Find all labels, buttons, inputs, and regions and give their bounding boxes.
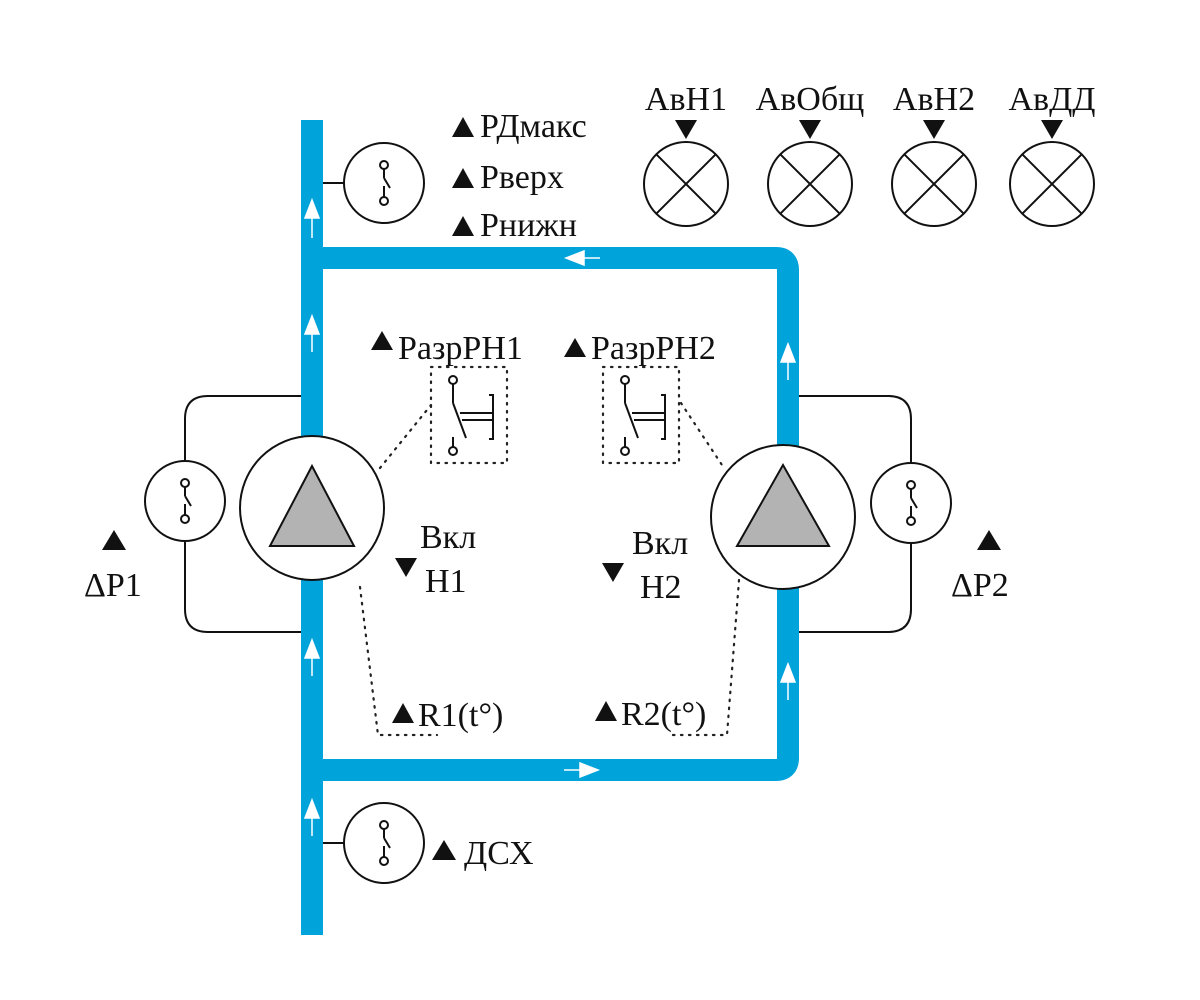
label-thermal-pump2: R2(t°): [621, 696, 706, 733]
flow-left-arrow-icon: [563, 249, 600, 267]
pump2-assembly: ΔP2 РазрРН2 Вкл Н2 R2(t°): [564, 330, 1009, 737]
alarm-lamp-diff-pressure: АвДД: [1009, 81, 1096, 227]
alarm-label: АвН1: [645, 81, 727, 118]
flow-right-arrow-icon: [564, 761, 601, 779]
permit-switch-icon: [601, 365, 681, 465]
flow-up-arrow-icon: [779, 341, 797, 380]
flow-up-arrow-icon: [303, 797, 321, 836]
flow-up-arrow-icon: [303, 637, 321, 676]
flow-up-arrow-icon: [303, 197, 321, 238]
indicator-lamp-icon: [643, 141, 729, 227]
label-thermal-pump1: R1(t°): [418, 697, 503, 734]
alarm-label: АвОбщ: [756, 81, 865, 118]
pump-icon: [710, 444, 856, 590]
alarm-lamp-pump1: АвН1: [643, 81, 729, 227]
diff-pressure-switch-icon: [144, 460, 226, 542]
alarm-label: АвДД: [1009, 81, 1096, 118]
alarm-label: АвН2: [893, 81, 975, 118]
label-on-pump1-line1: Вкл: [420, 519, 476, 556]
label-dp1: ΔP1: [84, 567, 142, 604]
indicator-lamp-icon: [767, 141, 853, 227]
alarm-lamp-common: АвОбщ: [756, 81, 865, 227]
flow-arrows: [303, 197, 797, 836]
alarm-lamp-pump2: АвН2: [891, 81, 977, 227]
label-on-pump2-line2: Н2: [640, 569, 682, 606]
label-rd-max: РДмакс: [480, 108, 587, 145]
flow-up-arrow-icon: [779, 661, 797, 700]
label-on-pump1-line2: Н1: [425, 563, 467, 600]
indicator-lamp-icon: [891, 141, 977, 227]
label-permit-pump1: РазрРН1: [398, 330, 523, 367]
top-pressure-switch: РДмакс Рверх Рнижн: [323, 108, 587, 244]
indicator-lamp-icon: [1009, 141, 1095, 227]
pressure-switch-icon: [343, 142, 425, 224]
alarm-lamps: АвН1 АвОбщ АвН2 АвДД: [643, 81, 1096, 227]
label-on-pump2-line1: Вкл: [632, 525, 688, 562]
flow-up-arrow-icon: [303, 313, 321, 352]
label-p-lower: Рнижн: [480, 207, 577, 244]
pump1-assembly: ΔP1 РазрРН1 Вкл Н1 R1(t°): [84, 330, 523, 737]
dry-run-switch: ДСХ: [323, 802, 534, 884]
label-p-upper: Рверх: [480, 159, 564, 196]
label-dp2: ΔP2: [951, 567, 1009, 604]
diff-pressure-switch-icon: [870, 462, 952, 544]
pressure-labels: РДмакс Рверх Рнижн: [452, 108, 587, 244]
label-dry-run: ДСХ: [464, 835, 534, 872]
permit-switch-icon: [429, 365, 509, 465]
pump-icon: [239, 435, 385, 581]
label-permit-pump2: РазрРН2: [591, 330, 716, 367]
pressure-switch-icon: [343, 802, 425, 884]
